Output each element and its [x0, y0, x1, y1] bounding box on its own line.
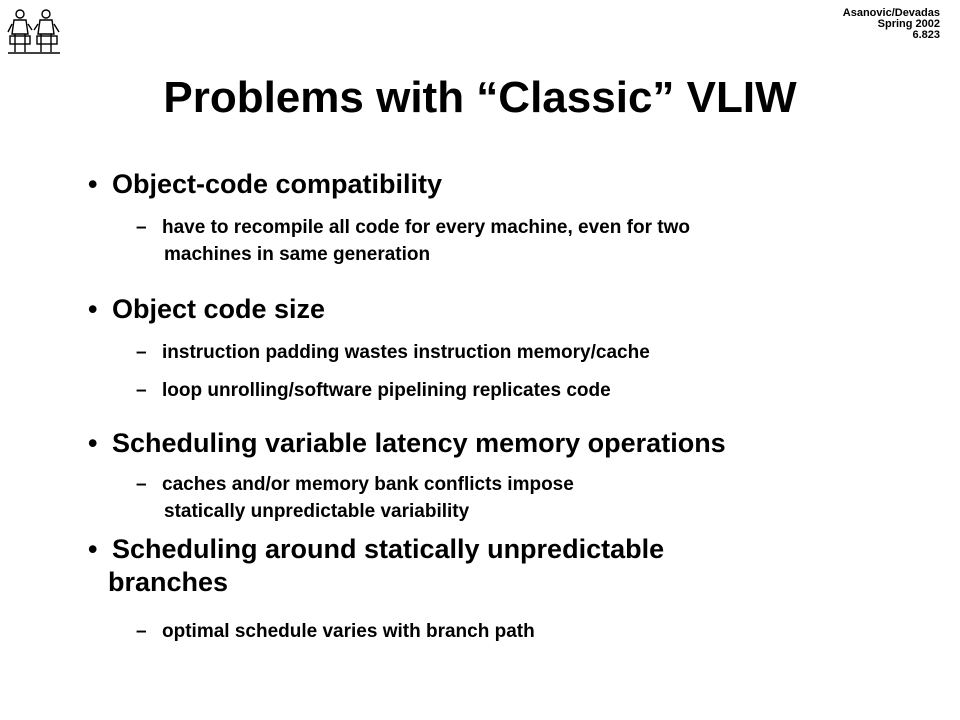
mit-logo-icon: [7, 9, 60, 54]
bullet-scheduling-around-branches: • Scheduling around statically unpredicta…: [88, 533, 664, 599]
sub-text: optimal schedule varies with branch path: [162, 621, 535, 642]
bullet-scheduling-variable-latency: • Scheduling variable latency memory oper…: [88, 427, 726, 460]
header-authors: Asanovic/Devadas: [842, 7, 940, 19]
sub-text: have to recompile all code for every mac…: [162, 217, 690, 238]
sub-text: instruction padding wastes instruction m…: [162, 342, 650, 363]
sub-dash: –: [136, 217, 147, 238]
bullet-text-continued: branches: [108, 567, 229, 597]
sub-text: caches and/or memory bank conflicts impo…: [162, 474, 574, 495]
sub-dash: –: [136, 474, 147, 495]
header-term: Spring 2002: [877, 18, 940, 30]
header-course: 6.823: [912, 29, 940, 41]
slide-title: Problems with “Classic” VLIW: [163, 73, 797, 122]
bullet-text: Scheduling around statically unpredictab…: [112, 534, 665, 564]
sub-bullet: –loop unrolling/software pipelining repl…: [136, 377, 611, 404]
bullet-object-code-size: • Object code size: [88, 293, 325, 326]
bullet-text: Scheduling variable latency memory opera…: [112, 428, 726, 458]
bullet-object-code-compatibility: • Object-code compatibility: [88, 168, 442, 201]
sub-bullet: –caches and/or memory bank conflicts imp…: [136, 471, 574, 525]
sub-bullet: –instruction padding wastes instruction …: [136, 339, 650, 366]
bullet-text: Object-code compatibility: [112, 169, 443, 199]
sub-text-continued: statically unpredictable variability: [164, 501, 470, 522]
bullet-dot: •: [88, 294, 98, 324]
sub-text: loop unrolling/software pipelining repli…: [162, 380, 611, 401]
header-meta: Asanovic/Devadas Spring 2002 6.823: [843, 8, 940, 41]
bullet-text: Object code size: [112, 294, 326, 324]
sub-dash: –: [136, 380, 147, 401]
bullet-dot: •: [88, 428, 98, 458]
bullet-dot: •: [88, 534, 98, 564]
sub-text-continued: machines in same generation: [164, 244, 431, 265]
sub-bullet: –optimal schedule varies with branch pat…: [136, 618, 535, 645]
bullet-dot: •: [88, 169, 98, 199]
sub-dash: –: [136, 621, 147, 642]
sub-bullet: –have to recompile all code for every ma…: [136, 214, 690, 268]
sub-dash: –: [136, 342, 147, 363]
